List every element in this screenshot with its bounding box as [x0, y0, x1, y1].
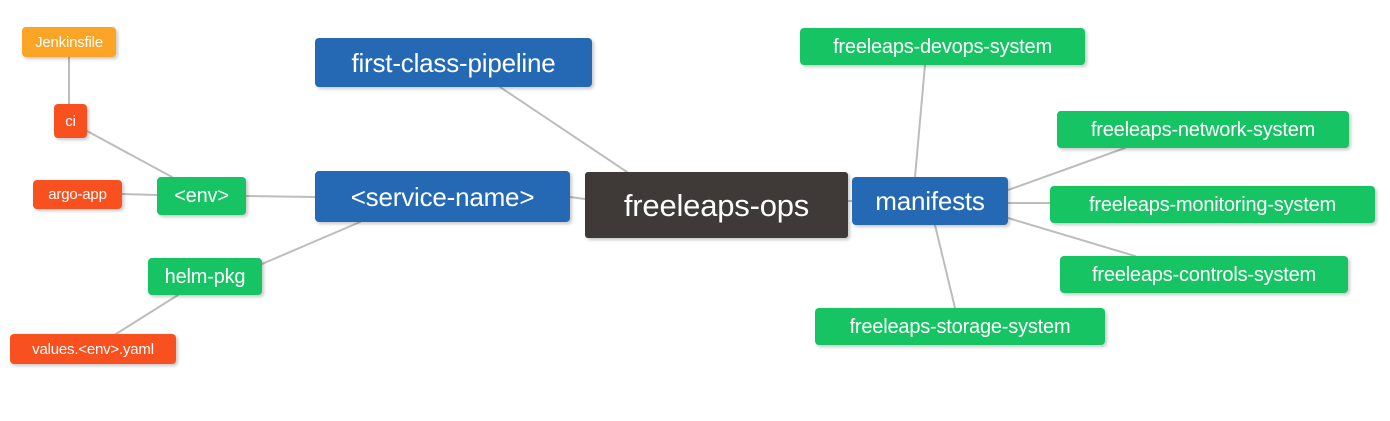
node-helm-pkg[interactable]: helm-pkg: [148, 258, 262, 295]
node-freeleaps-ops[interactable]: freeleaps-ops: [585, 172, 848, 238]
edge-service-name-to-env: [245, 195, 316, 198]
edge-helm-pkg-to-values-env-yaml: [115, 294, 179, 335]
node-first-class-pipeline[interactable]: first-class-pipeline: [315, 38, 592, 87]
node-freeleaps-monitoring-system[interactable]: freeleaps-monitoring-system: [1050, 186, 1375, 223]
edge-manifests-to-freeleaps-controls-system: [1007, 217, 1136, 257]
edge-env-to-ci: [86, 130, 173, 178]
node-ci[interactable]: ci: [54, 104, 87, 138]
node-freeleaps-controls-system[interactable]: freeleaps-controls-system: [1060, 256, 1348, 293]
node-jenkinsfile[interactable]: Jenkinsfile: [22, 27, 116, 57]
edge-env-to-argo-app: [121, 193, 158, 196]
edge-manifests-to-freeleaps-devops-system: [914, 64, 926, 178]
node-freeleaps-network-system[interactable]: freeleaps-network-system: [1057, 111, 1349, 148]
edge-service-name-to-helm-pkg: [261, 221, 361, 265]
node-env[interactable]: <env>: [157, 177, 246, 215]
edge-freeleaps-ops-to-service-name: [569, 196, 586, 200]
node-values-env-yaml[interactable]: values.<env>.yaml: [10, 334, 176, 364]
edge-manifests-to-freeleaps-storage-system: [934, 224, 956, 309]
node-freeleaps-devops-system[interactable]: freeleaps-devops-system: [800, 28, 1085, 65]
node-freeleaps-storage-system[interactable]: freeleaps-storage-system: [815, 308, 1105, 345]
node-manifests[interactable]: manifests: [852, 177, 1008, 225]
edge-manifests-to-freeleaps-network-system: [1007, 147, 1126, 191]
node-argo-app[interactable]: argo-app: [33, 180, 122, 209]
edge-freeleaps-ops-to-first-class-pipeline: [499, 86, 628, 173]
node-service-name[interactable]: <service-name>: [315, 171, 570, 222]
